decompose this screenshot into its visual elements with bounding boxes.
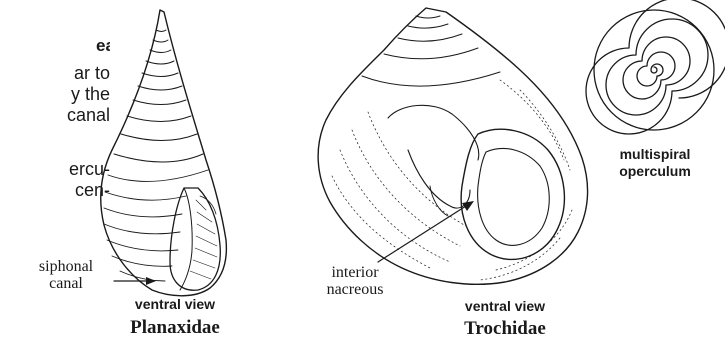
interior-nacreous-arrow [378,201,474,262]
trochidae-view-label: ventral view [430,298,580,314]
interior-nacreous-label-line1: interior [300,264,410,281]
planaxidae-view-label: ventral view [100,296,250,312]
operculum-label-line2: operculum [598,163,712,180]
siphonal-canal-label-line2: canal [16,275,116,292]
planaxidae-family-label: Planaxidae [100,317,250,339]
operculum-drawing [586,0,725,134]
siphonal-canal-label: siphonal canal [16,258,116,292]
planaxidae-shell [101,10,227,296]
trochidae-family-label: Trochidae [430,318,580,340]
operculum-label: multispiral operculum [598,146,712,180]
interior-nacreous-label: interior nacreous [300,264,410,298]
siphonal-canal-arrow [114,277,156,285]
interior-nacreous-label-line2: nacreous [300,281,410,298]
trochidae-shell [318,8,587,284]
siphonal-canal-label-line1: siphonal [16,258,116,275]
operculum-label-line1: multispiral [598,146,712,163]
